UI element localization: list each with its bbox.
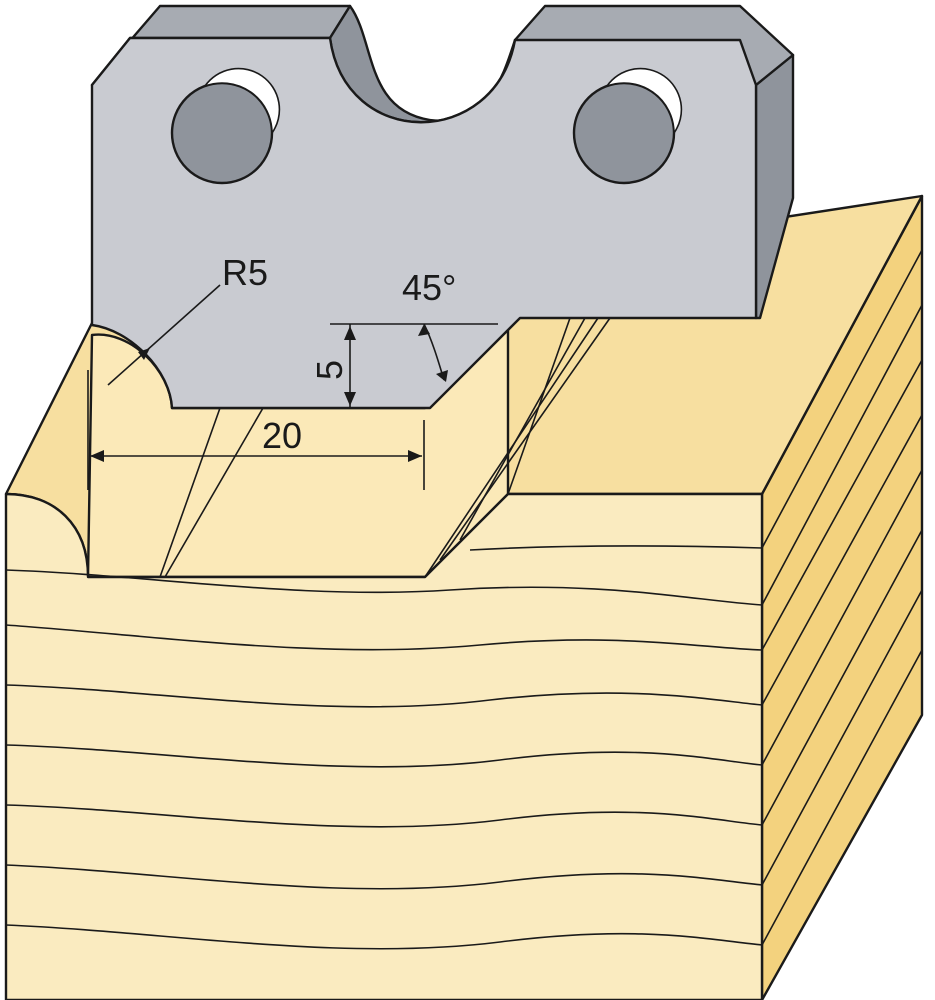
- depth-arrowhead-top: [344, 326, 356, 340]
- profile-line-5: [459, 317, 586, 541]
- profile-line-2: [164, 407, 264, 578]
- mounting-hole-left-inner: [202, 67, 281, 136]
- depth-label: 5: [309, 360, 350, 380]
- radius-leader-line: [107, 284, 221, 386]
- depth-arrowhead-bottom: [344, 392, 356, 406]
- mounting-hole-right-inner: [604, 67, 683, 136]
- width-label: 20: [262, 415, 302, 456]
- width-arrowhead-left: [90, 450, 104, 462]
- knife-blade: [90, 4, 795, 410]
- angle-arrowhead-bottom: [436, 370, 448, 382]
- wood-grain-front: [5, 545, 763, 950]
- profile-line-6: [507, 317, 571, 495]
- dimensions: R5 45° 5 20: [87, 252, 498, 490]
- angle-arrowhead-top: [418, 324, 430, 336]
- wood-front-face: [4, 492, 764, 1000]
- profile-line-4: [439, 317, 611, 561]
- radius-label: R5: [222, 252, 268, 293]
- wood-grain-side: [761, 249, 923, 946]
- radius-arrowhead: [138, 348, 150, 360]
- angle-label: 45°: [402, 267, 456, 308]
- profile-line-1: [159, 407, 221, 578]
- width-arrowhead-right: [408, 450, 422, 462]
